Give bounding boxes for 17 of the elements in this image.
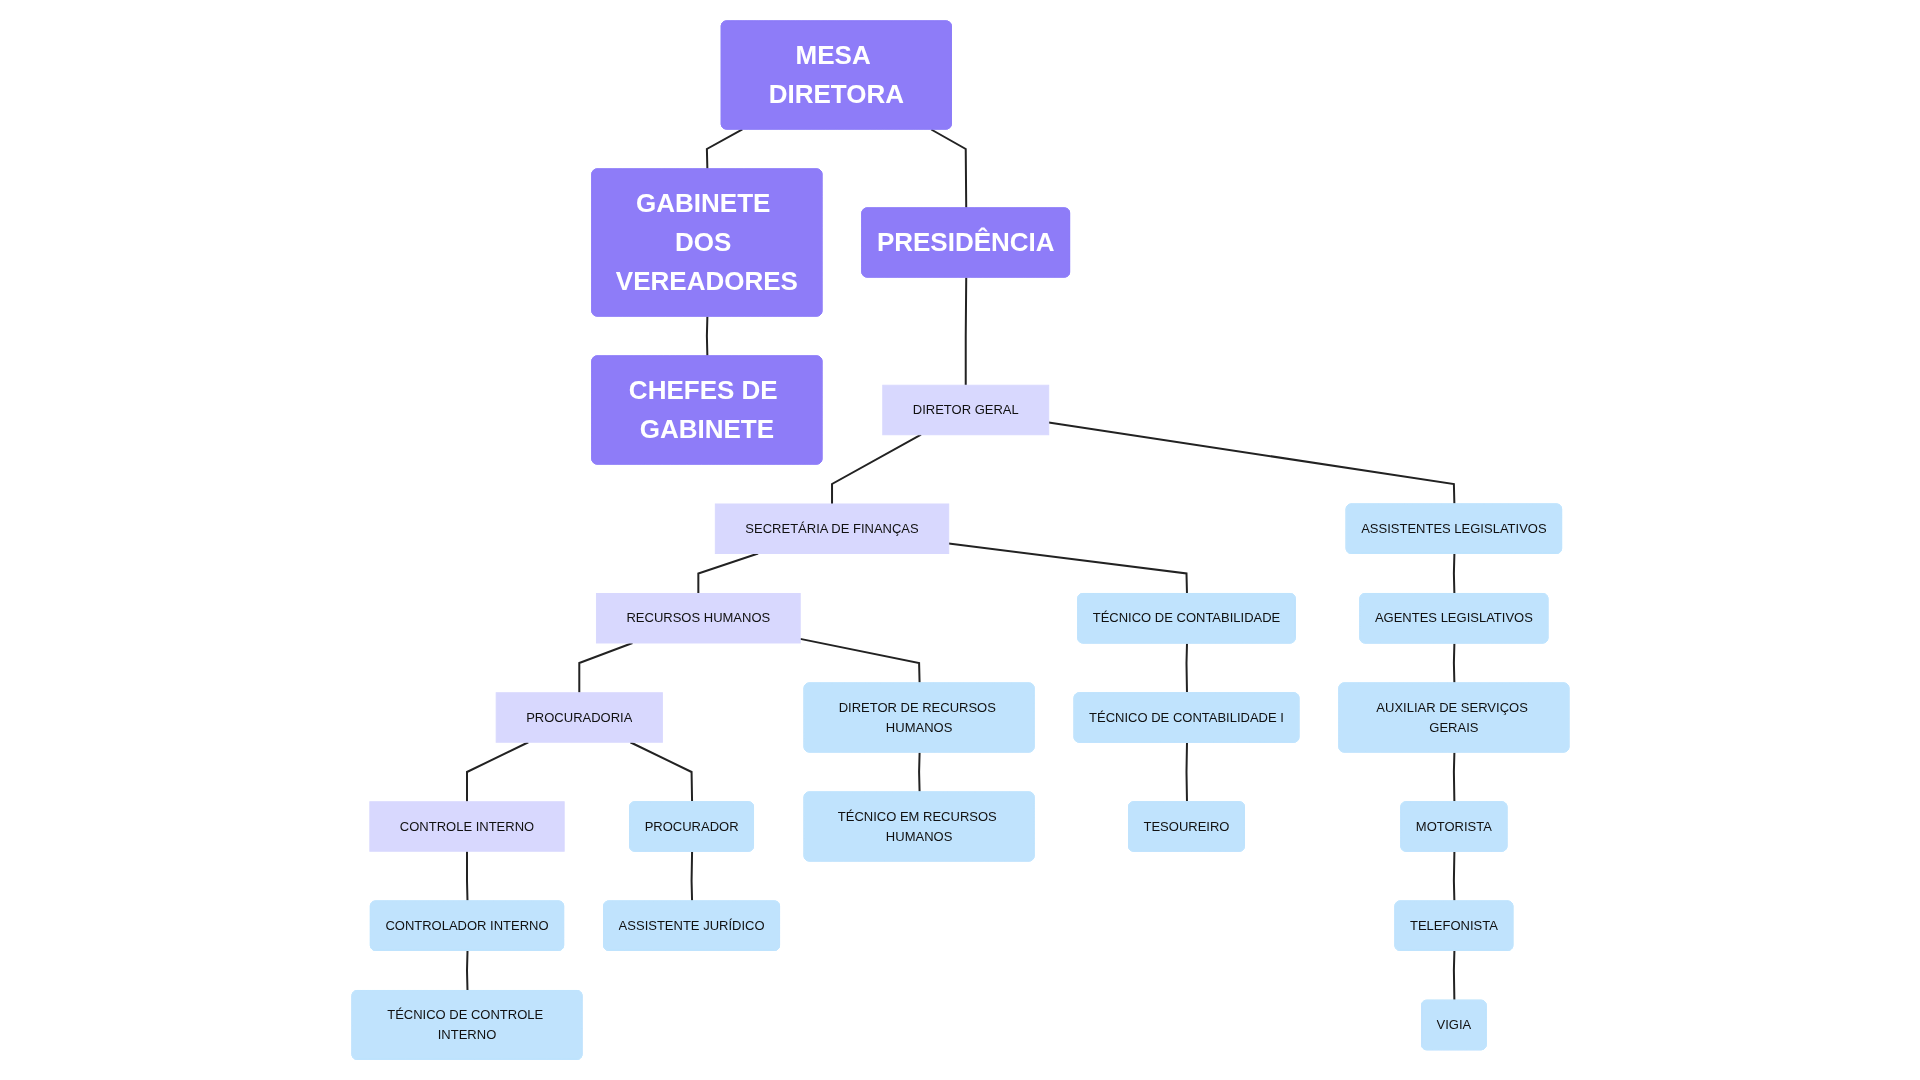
connector	[964, 276, 967, 386]
connector	[577, 641, 634, 694]
connector	[947, 542, 1188, 595]
node-box: DIRETOR GERAL	[881, 384, 1049, 435]
connector	[696, 552, 759, 595]
node-box: PROCURADORIA	[495, 692, 663, 743]
connector	[1185, 741, 1188, 803]
connector	[628, 741, 693, 803]
node-box: CONTROLE INTERNO	[368, 801, 565, 852]
connector	[1185, 642, 1188, 694]
connector	[1452, 552, 1455, 595]
node-box: SECRETÁRIA DE FINANÇAS	[714, 503, 949, 554]
connector	[830, 433, 922, 505]
connector	[465, 741, 529, 803]
connector	[1452, 751, 1455, 803]
node-box: RECURSOS HUMANOS	[595, 592, 801, 644]
connector	[465, 949, 469, 992]
